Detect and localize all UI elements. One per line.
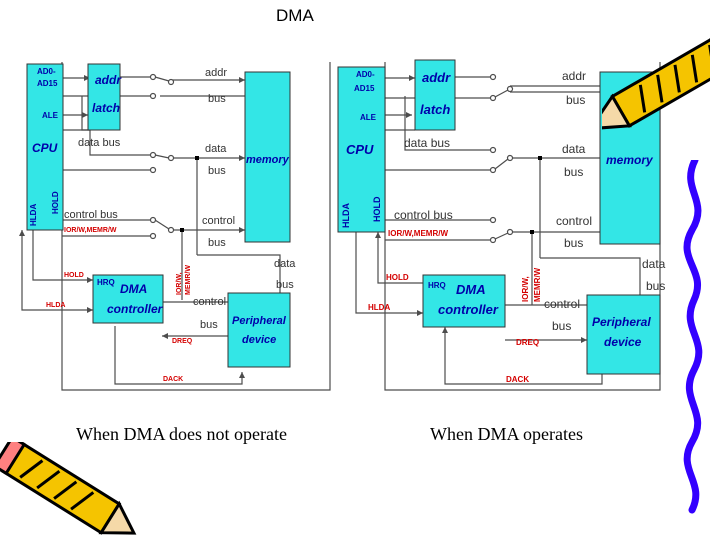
latch-label-1-active: addr xyxy=(422,70,451,85)
data-bus-h-label: data bus xyxy=(78,137,121,149)
cpu-ad-label-2-active: AD15 xyxy=(354,84,375,93)
control-bus-v-label-1-active: control xyxy=(556,214,592,228)
hold-label: HOLD xyxy=(64,272,84,279)
latch-label-1: addr xyxy=(95,73,122,87)
cpu-hlda-label-active: HLDA xyxy=(341,203,351,228)
squiggle-border-icon xyxy=(683,160,703,514)
peripheral-device-box xyxy=(227,292,291,368)
latch-label-2: latch xyxy=(92,101,120,115)
control-bus-low-label-1-active: control xyxy=(544,297,580,311)
pencil-icon-top xyxy=(602,30,710,131)
page-title: DMA xyxy=(276,6,314,25)
cpu-name-active: CPU xyxy=(346,142,374,157)
hold-label-active: HOLD xyxy=(386,273,409,282)
addr-latch-box-active xyxy=(414,59,456,131)
addr-bus-label-2-active: bus xyxy=(566,93,585,107)
hlda-label-active: HLDA xyxy=(368,303,390,312)
addr-bus-label-1-active: addr xyxy=(562,69,586,83)
cpu-hold-label: HOLD xyxy=(51,191,60,214)
cpu-hlda-label: HLDA xyxy=(29,204,38,226)
data-bus-v-label-2-active: bus xyxy=(564,165,583,179)
dma-name-2: controller xyxy=(107,302,164,316)
latch-label-2-active: latch xyxy=(420,102,450,117)
dma-name-1: DMA xyxy=(120,282,147,296)
peripheral-label-2: device xyxy=(242,334,276,346)
data-bus-v-label-1-active: data xyxy=(562,142,586,156)
data-bus-h-label-active: data bus xyxy=(404,136,450,150)
peripheral-label-1-active: Peripheral xyxy=(592,315,651,329)
peripheral-device-box-active xyxy=(586,294,661,375)
data-bus-v-label-1: data xyxy=(205,143,227,155)
control-bus-low-label-2-active: bus xyxy=(552,319,571,333)
addr-bus-label-2: bus xyxy=(208,93,226,105)
dma-controller-box-active xyxy=(422,274,506,328)
control-bus-h-label: control bus xyxy=(64,209,118,221)
peripheral-label-2-active: device xyxy=(604,335,642,349)
dack-label-active: DACK xyxy=(506,375,529,384)
dma-memrw-label-active: MEMR/W xyxy=(533,267,542,302)
cpu-ad-label-2: AD15 xyxy=(37,79,58,88)
dma-controller-box xyxy=(92,274,164,324)
memory-label: memory xyxy=(246,154,290,166)
dma-hrq-label: HRQ xyxy=(97,278,115,287)
cpu-ale-label: ALE xyxy=(42,111,59,120)
caption-active: When DMA operates xyxy=(430,424,583,444)
caption-inactive: When DMA does not operate xyxy=(76,424,287,444)
data-bus-right-label-1-active: data xyxy=(642,257,666,271)
dreq-label: DREQ xyxy=(172,338,193,345)
dack-label: DACK xyxy=(163,376,183,383)
control-bus-low-label-2: bus xyxy=(200,319,218,331)
iorw-memrw-label-active: IOR/W,MEMR/W xyxy=(388,229,448,238)
data-bus-v-label-2: bus xyxy=(208,165,226,177)
dma-name-2-active: controller xyxy=(438,302,499,317)
cpu-box xyxy=(26,63,64,231)
control-bus-h-label-active: control bus xyxy=(394,208,453,222)
dma-hrq-label-active: HRQ xyxy=(428,281,446,290)
cpu-hold-label-active: HOLD xyxy=(372,196,382,222)
dma-name-1-active: DMA xyxy=(456,282,486,297)
hlda-label: HLDA xyxy=(46,302,65,309)
cpu-name: CPU xyxy=(32,141,58,155)
cpu-box-active xyxy=(337,66,386,233)
peripheral-label-1: Peripheral xyxy=(232,315,287,327)
dma-iorw-label: IOR/W, xyxy=(176,272,183,295)
data-bus-right-label-1: data xyxy=(274,258,296,270)
dma-iorw-label-active: IOR/W, xyxy=(521,276,530,302)
control-bus-low-label-1: control xyxy=(193,296,226,308)
data-bus-right-label-2-active: bus xyxy=(646,279,665,293)
cpu-ale-label-active: ALE xyxy=(360,113,377,122)
control-bus-v-label-1: control xyxy=(202,215,235,227)
dreq-label-active: DREQ xyxy=(516,338,539,347)
addr-latch-box xyxy=(87,63,121,131)
iorw-memrw-label: IOR/W,MEMR/W xyxy=(64,227,117,234)
pencil-icon-bottom xyxy=(0,442,137,535)
data-bus-right-label-2: bus xyxy=(276,279,294,291)
addr-bus-label-1: addr xyxy=(205,67,227,79)
dma-memrw-label: MEMR/W xyxy=(185,265,192,295)
control-bus-v-label-2-active: bus xyxy=(564,236,583,250)
control-bus-v-label-2: bus xyxy=(208,237,226,249)
cpu-ad-label-1-active: AD0- xyxy=(356,70,375,79)
cpu-ad-label-1: AD0- xyxy=(37,67,56,76)
memory-box xyxy=(244,71,291,243)
